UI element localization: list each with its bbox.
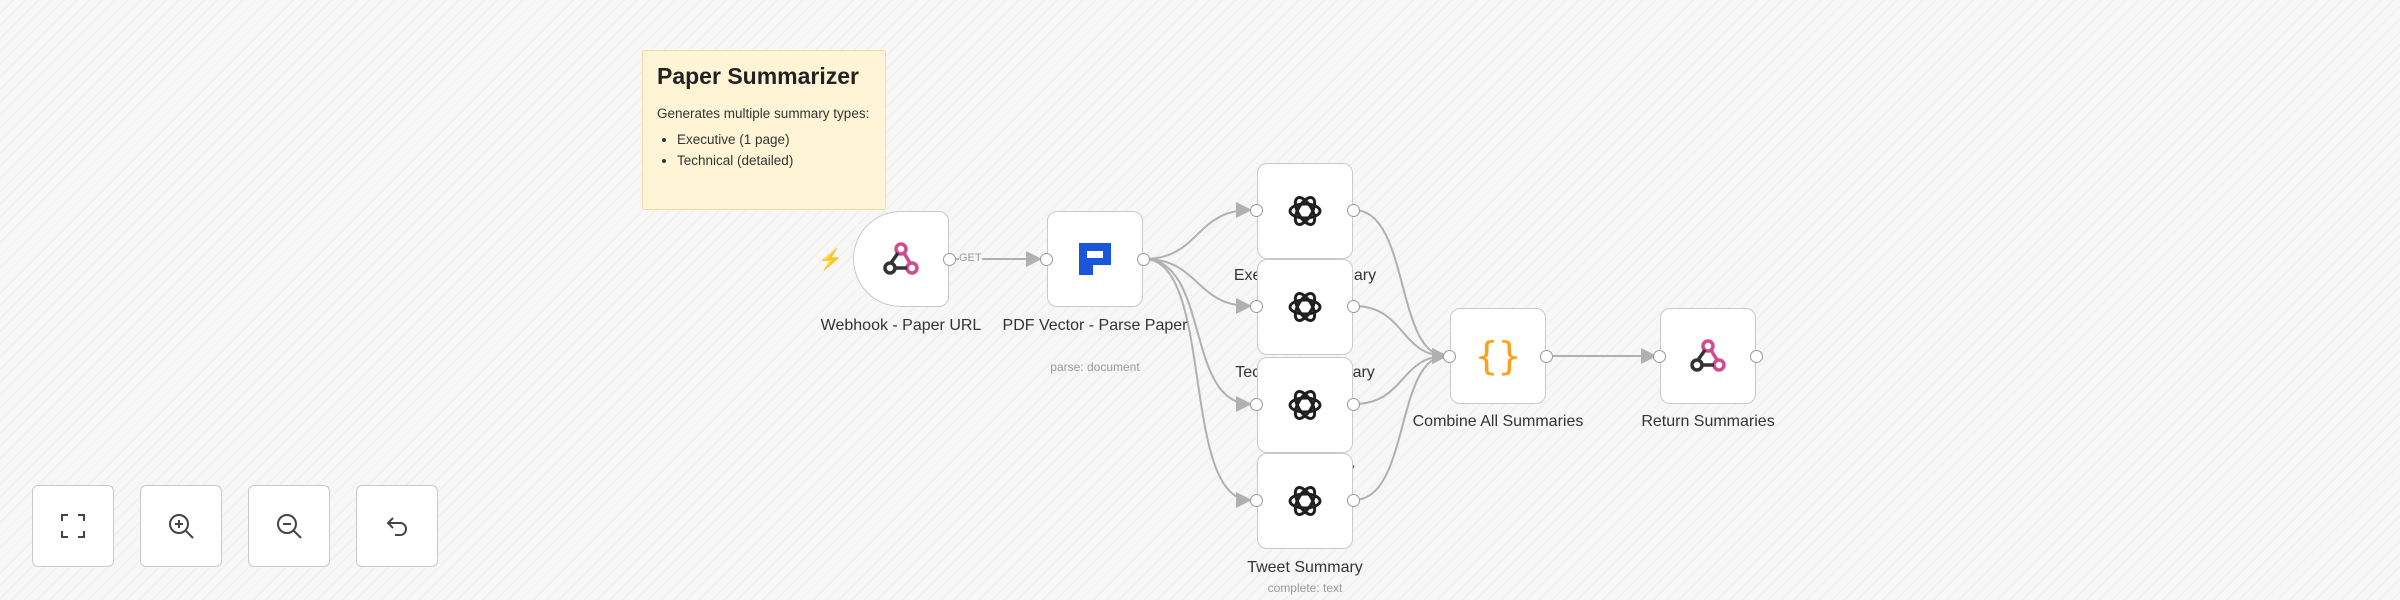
output-handle[interactable] [1750, 350, 1763, 363]
connection-pdf-executive[interactable] [1143, 202, 1252, 260]
node-tweet-summary[interactable] [1257, 453, 1353, 549]
output-handle[interactable] [1540, 350, 1553, 363]
output-handle[interactable] [943, 253, 956, 266]
node-label: PDF Vector - Parse Paper [1002, 317, 1188, 334]
fit-view-button[interactable] [32, 485, 114, 567]
node-label: Tweet Summary [1247, 559, 1363, 576]
zoom-out-icon [274, 511, 304, 541]
node-webhook-paper-url[interactable] [853, 211, 949, 307]
node-pdf-vector-parse-paper[interactable] [1047, 211, 1143, 307]
input-handle[interactable] [1653, 350, 1666, 363]
output-handle[interactable] [1347, 300, 1360, 313]
node-label: Return Summaries [1641, 413, 1775, 430]
undo-icon [382, 511, 412, 541]
output-handle[interactable] [1137, 253, 1150, 266]
zoom-in-button[interactable] [140, 485, 222, 567]
webhook-icon [881, 239, 921, 279]
sticky-bullet: Executive (1 page) [677, 129, 871, 150]
openai-icon [1284, 480, 1326, 522]
webhook-icon [1688, 336, 1728, 376]
node-executive-summary[interactable] [1257, 163, 1353, 259]
openai-icon [1284, 190, 1326, 232]
zoom-out-button[interactable] [248, 485, 330, 567]
input-handle[interactable] [1443, 350, 1456, 363]
input-handle[interactable] [1040, 253, 1053, 266]
sticky-bullets: Executive (1 page) Technical (detailed) [657, 129, 871, 171]
node-label: Webhook - Paper URL [820, 317, 982, 334]
reset-zoom-button[interactable] [356, 485, 438, 567]
input-handle[interactable] [1250, 494, 1263, 507]
sticky-note[interactable]: Paper Summarizer Generates multiple summ… [642, 50, 886, 210]
input-handle[interactable] [1250, 204, 1263, 217]
node-return-summaries[interactable] [1660, 308, 1756, 404]
node-subtitle: complete: text [1267, 581, 1343, 595]
connection-technical-combine[interactable] [1353, 305, 1448, 364]
fit-view-icon [58, 511, 88, 541]
node-lay-summary[interactable] [1257, 357, 1353, 453]
pdf-vector-icon [1075, 239, 1115, 279]
openai-icon [1284, 384, 1326, 426]
trigger-bolt-icon: ⚡ [818, 249, 843, 271]
node-label: Combine All Summaries [1412, 413, 1584, 430]
edge-label-method: GET [959, 252, 982, 264]
zoom-in-icon [166, 511, 196, 541]
openai-icon [1284, 286, 1326, 328]
output-handle[interactable] [1347, 398, 1360, 411]
output-handle[interactable] [1347, 494, 1360, 507]
node-combine-all-summaries[interactable]: {} [1450, 308, 1546, 404]
input-handle[interactable] [1250, 300, 1263, 313]
input-handle[interactable] [1250, 398, 1263, 411]
node-subtitle: parse: document [1050, 360, 1140, 374]
sticky-bullet: Technical (detailed) [677, 150, 871, 171]
sticky-title: Paper Summarizer [657, 63, 859, 89]
sticky-description: Generates multiple summary types: [657, 106, 870, 121]
output-handle[interactable] [1347, 204, 1360, 217]
code-braces-icon: {} [1475, 334, 1521, 378]
node-technical-summary[interactable] [1257, 259, 1353, 355]
